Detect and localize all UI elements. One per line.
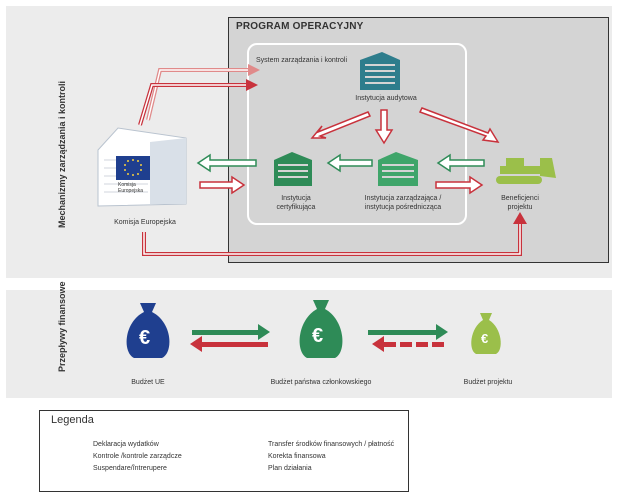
financial-arrows: [190, 324, 448, 352]
beneficiary-label-line-2: projektu: [507, 204, 533, 211]
certification-building-icon: [274, 152, 312, 186]
ec-to-audit-arrows: [138, 64, 260, 126]
ec-label: Komisja Europejska: [114, 219, 176, 226]
system-box: [247, 43, 467, 225]
legend-item-correction: Korekta finansowa: [268, 453, 326, 460]
certification-label-line-2: certyfikująca: [276, 204, 316, 211]
state-bag-currency: €: [312, 325, 324, 347]
program-title: PROGRAM OPERACYJNY: [236, 21, 364, 32]
beneficiary-label-line-1: Beneficjenci: [501, 195, 539, 202]
legend-item-transfer: Transfer środków finansowych / płatność: [268, 441, 395, 448]
certification-label: Instytucja certyfikująca: [256, 194, 336, 212]
eu-budget-bag-icon: [126, 303, 170, 358]
audit-building-icon: [360, 52, 400, 90]
bulldozer-icon: [496, 158, 556, 184]
audit-label: Instytucja audytowa: [355, 95, 417, 102]
control-arrows-right: [199, 175, 484, 195]
ec-sign-line-2: Europejska: [118, 188, 144, 194]
managing-authority-label: Instytucja zarządzająca / instytucja poś…: [348, 194, 458, 212]
program-box: [228, 17, 609, 263]
system-title: System zarządzania i kontroli: [256, 57, 348, 64]
legend-item-controls: Kontrole /kontrole zarządcze: [93, 453, 182, 460]
beneficiary-label: Beneficjenci projektu: [488, 194, 552, 212]
legend-item-action-plan: Plan działania: [268, 465, 312, 472]
state-budget-label: Budżet państwa członkowskiego: [270, 379, 372, 386]
ec-sign-line-1: Komisja: [118, 182, 136, 188]
eu-budget-label: Budżet UE: [131, 379, 165, 386]
legend-title: Legenda: [51, 414, 94, 426]
managing-authority-label-line-2: instytucja pośrednicząca: [364, 204, 442, 211]
eu-bag-currency: €: [139, 327, 151, 349]
managing-authority-label-line-1: Instytucja zarządzająca /: [364, 195, 442, 202]
legend-box: [39, 410, 409, 492]
ec-sign-text: Komisja Europejska: [118, 182, 143, 194]
legend-item-suspension: Suspendare/întrerupere: [93, 465, 167, 472]
project-budget-label: Budżet projektu: [463, 379, 513, 386]
state-budget-bag-icon: [299, 300, 343, 358]
certification-label-line-1: Instytucja: [281, 195, 311, 202]
ec-building-icon: [97, 127, 187, 207]
project-bag-currency: €: [481, 331, 489, 346]
managing-authority-building-icon: [378, 152, 418, 186]
ec-to-beneficiary-arrow: [142, 212, 527, 256]
audit-control-arrows: [310, 107, 500, 145]
legend-item-declaration: Deklaracja wydatków: [93, 441, 159, 448]
project-budget-bag-icon: [471, 313, 501, 354]
declaration-arrows: [196, 153, 485, 173]
